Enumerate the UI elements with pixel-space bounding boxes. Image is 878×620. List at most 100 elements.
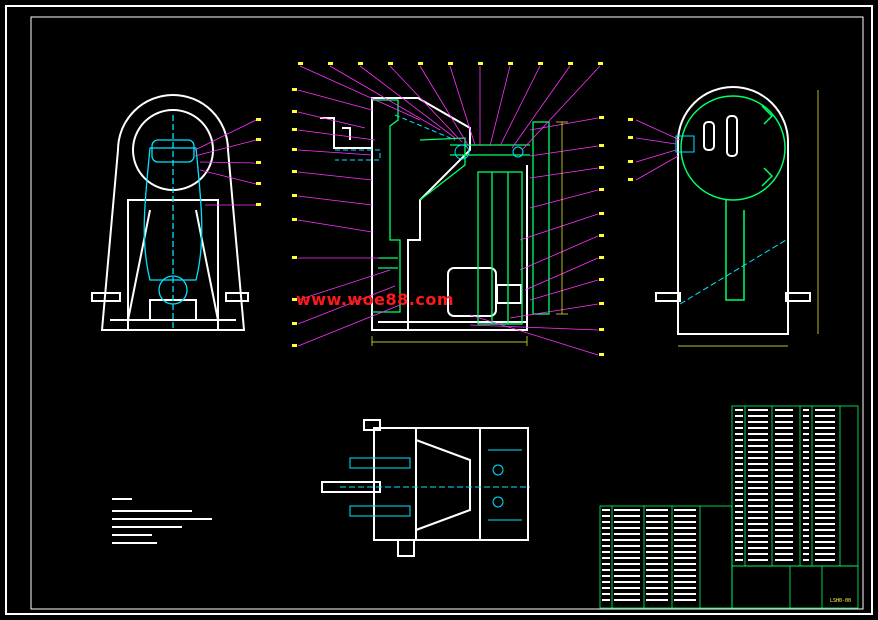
table-text-mark — [815, 421, 835, 423]
table-text-mark — [735, 553, 743, 555]
table-text-mark — [775, 475, 793, 477]
table-text-mark — [803, 463, 809, 465]
table-text-mark — [674, 551, 696, 553]
table-text-mark — [815, 415, 835, 417]
part-number-mark — [388, 62, 393, 65]
table-text-mark — [646, 581, 668, 583]
outer-frame — [5, 5, 873, 615]
right-dimensions — [678, 90, 819, 347]
table-text-mark — [646, 575, 668, 577]
table-text-mark — [803, 457, 809, 459]
table-text-mark — [646, 563, 668, 565]
table-text-mark — [803, 517, 809, 519]
part-number-mark — [328, 62, 333, 65]
table-text-mark — [775, 541, 793, 543]
table-text-mark — [803, 445, 809, 447]
table-text-mark — [748, 445, 768, 447]
table-text-mark — [775, 451, 793, 453]
table-text-mark — [815, 409, 835, 411]
table-text-mark — [775, 487, 793, 489]
part-number-mark — [478, 62, 483, 65]
table-text-mark — [775, 517, 793, 519]
table-text-mark — [775, 511, 793, 513]
table-text-mark — [803, 451, 809, 453]
part-number-mark — [292, 218, 297, 221]
table-text-mark — [735, 481, 743, 483]
table-text-mark — [803, 433, 809, 435]
table-text-mark — [674, 581, 696, 583]
table-text-mark — [748, 541, 768, 543]
table-text-mark — [735, 511, 743, 513]
table-text-mark — [602, 545, 610, 547]
table-text-mark — [602, 557, 610, 559]
table-text-mark — [748, 415, 768, 417]
part-number-mark — [599, 256, 604, 259]
table-text-mark — [735, 433, 743, 435]
table-text-mark — [803, 421, 809, 423]
table-text-mark — [803, 523, 809, 525]
part-number-mark — [599, 328, 604, 331]
table-text-mark — [775, 415, 793, 417]
table-text-mark — [614, 557, 640, 559]
table-text-mark — [775, 481, 793, 483]
table-text-mark — [775, 445, 793, 447]
table-text-mark — [775, 421, 793, 423]
part-number-mark — [628, 136, 633, 139]
part-number-mark — [418, 62, 423, 65]
table-text-mark — [815, 475, 835, 477]
table-text-mark — [674, 587, 696, 589]
part-number-mark — [538, 62, 543, 65]
table-text-mark — [674, 545, 696, 547]
front-dimensions — [371, 121, 568, 346]
table-text-mark — [614, 569, 640, 571]
table-text-mark — [803, 415, 809, 417]
table-text-mark — [735, 535, 743, 537]
table-text-mark — [614, 575, 640, 577]
part-number-mark — [292, 110, 297, 113]
part-number-mark — [292, 322, 297, 325]
note-text-mark — [112, 518, 212, 520]
table-text-mark — [775, 409, 793, 411]
table-text-mark — [748, 505, 768, 507]
table-text-mark — [602, 581, 610, 583]
table-text-mark — [674, 557, 696, 559]
table-text-mark — [674, 521, 696, 523]
note-text-mark — [112, 526, 182, 528]
table-text-mark — [602, 569, 610, 571]
table-text-mark — [775, 505, 793, 507]
table-text-mark — [614, 527, 640, 529]
part-number-mark — [292, 128, 297, 131]
table-text-mark — [748, 451, 768, 453]
top-plan-view — [321, 419, 529, 557]
table-text-mark — [602, 539, 610, 541]
front-hidden-lines — [335, 114, 524, 161]
table-text-mark — [815, 451, 835, 453]
table-text-mark — [815, 427, 835, 429]
table-text-mark — [815, 541, 835, 543]
table-text-mark — [646, 515, 668, 517]
part-number-mark — [256, 203, 261, 206]
part-number-mark — [599, 166, 604, 169]
table-text-mark — [803, 535, 809, 537]
front-view — [320, 97, 528, 331]
table-text-mark — [815, 559, 835, 561]
table-text-mark — [646, 593, 668, 595]
table-text-mark — [735, 499, 743, 501]
table-text-mark — [614, 539, 640, 541]
table-text-mark — [748, 517, 768, 519]
table-text-mark — [748, 511, 768, 513]
table-text-mark — [803, 475, 809, 477]
part-number-mark — [599, 234, 604, 237]
table-text-mark — [646, 551, 668, 553]
table-text-mark — [674, 515, 696, 517]
watermark: www.woe88.com — [296, 290, 455, 309]
parts-list-table — [731, 405, 859, 567]
table-text-mark — [735, 493, 743, 495]
table-text-mark — [735, 547, 743, 549]
front-leaders — [297, 65, 601, 356]
table-text-mark — [674, 533, 696, 535]
table-text-mark — [748, 559, 768, 561]
table-text-mark — [748, 433, 768, 435]
table-text-mark — [674, 593, 696, 595]
